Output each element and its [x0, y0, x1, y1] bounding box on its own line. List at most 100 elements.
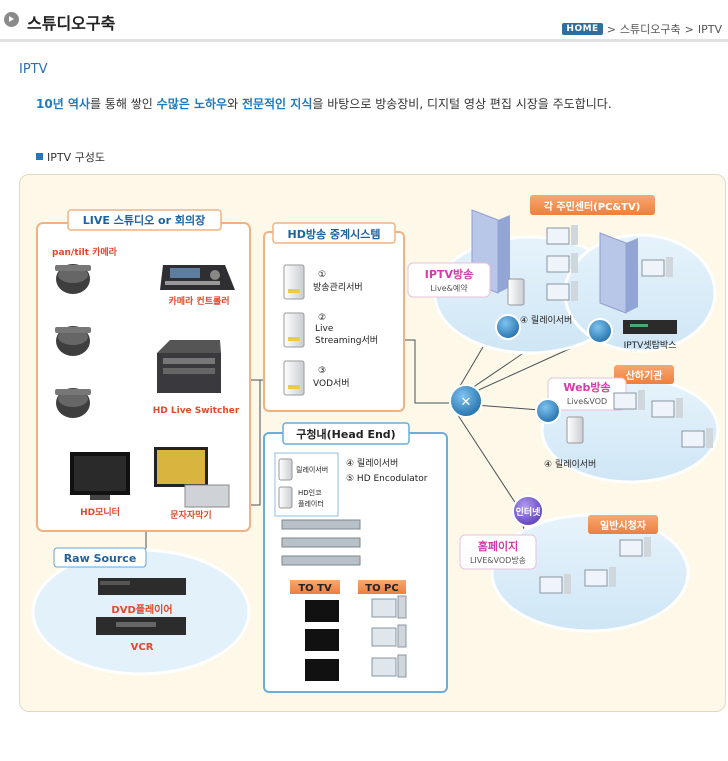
public-tab	[588, 515, 658, 534]
agency-tab	[614, 365, 674, 384]
server-icon	[283, 264, 305, 300]
hd-relay-title: HD방송 중계시스템	[287, 227, 380, 241]
iptv-diagram: LIVE 스튜디오 or 회의장 pan/tilt 카메라 카메라 컨트롤러 H…	[19, 174, 726, 712]
server-2-number: ②	[318, 313, 326, 323]
pan-tilt-camera-icon	[55, 264, 91, 294]
pc-icon	[681, 428, 713, 448]
intro-text-part: 을 바탕으로 방송장비, 디지털 영상 편집 시장을 주도합니다.	[312, 97, 612, 111]
caption-generator-label: 문자자막기	[170, 509, 211, 521]
router-icon	[587, 318, 613, 344]
page-title: 스튜디오구축	[27, 14, 116, 33]
server-2-label-line2: Streaming서버	[315, 335, 378, 346]
router-icon	[495, 314, 521, 340]
iptv-broadcast-label: IPTV방송	[425, 267, 473, 281]
server-icon	[283, 312, 305, 348]
pc-icon	[584, 567, 616, 587]
web-broadcast-label: Web방송	[563, 380, 610, 394]
camera-controller-label: 카메라 컨트롤러	[168, 295, 229, 307]
dvd-player-label: DVD플레이어	[111, 603, 172, 616]
pan-tilt-label: pan/tilt 카메라	[52, 246, 118, 258]
hd-encoder-icon	[278, 486, 293, 509]
vcr-label: VCR	[131, 642, 154, 653]
settop-box-label: IPTV셋탑박스	[624, 339, 677, 351]
hd-relay-title-box	[272, 222, 396, 244]
raw-source-title: Raw Source	[64, 552, 137, 565]
server-3-number: ③	[318, 366, 326, 376]
hd-live-switcher-icon	[157, 340, 221, 393]
pc-icon	[539, 574, 571, 594]
iptv-broadcast-bubble	[407, 262, 491, 298]
homepage-label: 홈페이지	[478, 539, 518, 553]
internet-icon	[512, 495, 544, 527]
iptv-diagram-canvas: LIVE 스튜디오 or 회의장 pan/tilt 카메라 카메라 컨트롤러 H…	[31, 195, 720, 693]
agency-relay-label: ④ 릴레이서버	[544, 459, 596, 470]
resident-center-tab	[530, 195, 655, 215]
relay-server-icon	[566, 416, 584, 444]
pan-tilt-camera-icon	[55, 326, 91, 356]
relay-server-icon	[278, 458, 293, 481]
pc-icon	[371, 624, 407, 648]
encodulator-unit-icon	[281, 555, 361, 566]
dvd-player-icon	[98, 578, 186, 595]
breadcrumb-home-link[interactable]: HOME	[562, 23, 603, 35]
building-icon	[599, 232, 638, 314]
router-icon	[535, 398, 561, 424]
hd-live-switcher-label: HD Live Switcher	[153, 406, 240, 416]
server-3-label: VOD서버	[313, 378, 350, 389]
title-bullet-icon	[4, 12, 19, 27]
intro-highlight-history: 10년 역사	[36, 97, 90, 111]
iptv-broadcast-sub: Live&예약	[430, 283, 468, 293]
hd-encoder-label-line2: 플레이터	[298, 499, 324, 508]
intro-highlight-knowhow: 수많은 노하우	[156, 97, 228, 111]
live-studio-title: LIVE 스튜디오 or 회의장	[83, 213, 205, 227]
section-title: IPTV	[19, 62, 48, 77]
diagram-subheading: IPTV 구성도	[36, 149, 105, 165]
settop-box-icon	[623, 320, 677, 334]
encodulator-unit-icon	[281, 537, 361, 548]
pc-icon	[619, 537, 651, 557]
legend-relay-server: ④ 릴레이서버	[346, 458, 398, 469]
intro-text: 10년 역사를 통해 쌓인 수많은 노하우와 전문적인 지식을 바탕으로 방송장…	[36, 95, 612, 112]
relay-server-icon	[507, 278, 525, 306]
server-1-number: ①	[318, 270, 326, 280]
pc-icon	[546, 225, 578, 245]
head-end-title: 구청내(Head End)	[296, 427, 395, 441]
legend-hd-encodulator: ⑤ HD Encodulator	[346, 474, 428, 484]
hd-monitor-icon	[70, 452, 130, 500]
tv-icon	[305, 629, 339, 651]
breadcrumb-separator-icon: >	[684, 22, 694, 36]
pc-icon	[641, 257, 673, 277]
hd-encoder-label-line1: HD인코	[298, 488, 322, 497]
breadcrumb-item-studio[interactable]: 스튜디오구축	[619, 23, 681, 36]
intro-text-part: 를 통해 쌓인	[90, 97, 157, 111]
pc-icon	[371, 595, 407, 619]
to-tv-label: TO TV	[298, 583, 332, 594]
central-router-icon	[449, 384, 483, 418]
to-pc-label: TO PC	[365, 583, 398, 594]
intro-text-part: 와	[227, 97, 242, 111]
pc-icon	[546, 253, 578, 273]
pc-icon	[613, 390, 645, 410]
page-header: 스튜디오구축 HOME > 스튜디오구축 > IPTV	[0, 0, 728, 42]
agency-title: 산하기관	[626, 369, 664, 382]
pc-icon	[371, 654, 407, 678]
to-tv-tab	[290, 580, 340, 594]
tv-icon	[305, 600, 339, 622]
caption-generator-icon	[154, 447, 230, 508]
tv-icon	[305, 659, 339, 681]
live-studio-title-box	[67, 209, 222, 231]
to-pc-tab	[358, 580, 406, 594]
server-icon	[283, 360, 305, 396]
router-arrows-icon: ✕	[461, 395, 472, 410]
resident-center-title: 각 주민센터(PC&TV)	[544, 200, 641, 213]
encodulator-unit-icon	[281, 519, 361, 530]
homepage-bubble	[459, 534, 537, 570]
homepage-sub: LIVE&VOD방송	[470, 555, 526, 565]
public-title: 일반시청자	[600, 519, 647, 532]
server-2-label-line1: Live	[315, 324, 334, 334]
vcr-icon	[96, 617, 186, 635]
subheading-label: IPTV 구성도	[47, 151, 105, 164]
pan-tilt-camera-icon	[55, 388, 91, 418]
breadcrumb: HOME > 스튜디오구축 > IPTV	[562, 21, 722, 37]
breadcrumb-separator-icon: >	[606, 22, 616, 36]
